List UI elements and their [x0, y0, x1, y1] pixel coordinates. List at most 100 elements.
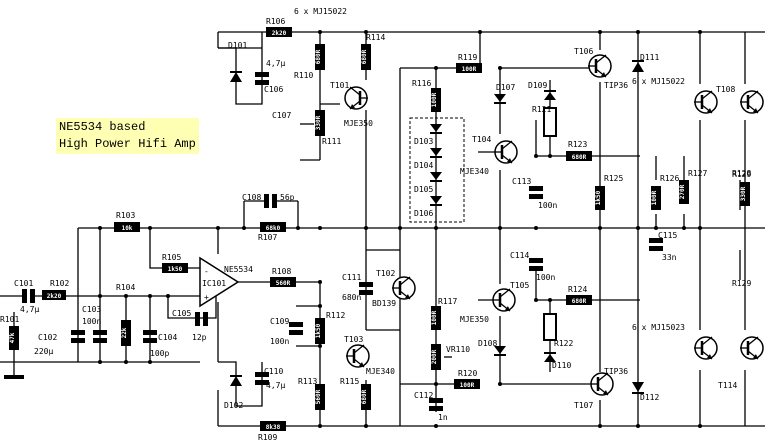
svg-text:T105: T105: [510, 281, 529, 290]
svg-text:330R: 330R: [740, 186, 747, 201]
svg-text:1n: 1n: [438, 413, 448, 422]
svg-text:C114: C114: [510, 251, 529, 260]
svg-text:C110: C110: [264, 367, 283, 376]
svg-text:T103: T103: [344, 335, 363, 344]
diode-d107: D107: [494, 83, 515, 104]
diode-d108: D108: [478, 339, 506, 356]
diode-d110: D110: [544, 352, 571, 370]
capacitor-c104: C104 100p: [143, 330, 177, 358]
resistor-r121: R121: [532, 105, 557, 137]
svg-text:R109: R109: [258, 433, 277, 442]
svg-text:R123: R123: [568, 140, 587, 149]
resistor-r120: 100R R120: [454, 369, 480, 389]
svg-text:T108: T108: [716, 85, 735, 94]
junction-dots: [98, 30, 702, 428]
svg-text:D109: D109: [528, 81, 547, 90]
svg-text:R114: R114: [366, 33, 385, 42]
svg-text:T101: T101: [330, 81, 349, 90]
resistor-r128: 330R R128: [732, 169, 751, 206]
svg-text:D111: D111: [640, 53, 659, 62]
svg-text:C104: C104: [158, 333, 177, 342]
svg-text:MJE340: MJE340: [460, 167, 489, 176]
svg-text:4,7µ: 4,7µ: [266, 59, 285, 68]
svg-text:2k20: 2k20: [47, 293, 62, 300]
svg-text:100R: 100R: [651, 190, 658, 205]
svg-text:C101: C101: [14, 279, 33, 288]
svg-text:MJE350: MJE350: [344, 119, 373, 128]
capacitor-c110: C110 4,7µ: [255, 367, 285, 390]
svg-text:D106: D106: [414, 209, 433, 218]
svg-text:R111: R111: [322, 137, 341, 146]
transistor-t101: T101 MJE350: [330, 81, 373, 128]
svg-text:R119: R119: [458, 53, 477, 62]
resistor-r118: 200R: [431, 344, 441, 370]
resistor-r102: 2k20 R102: [42, 279, 69, 300]
diode-d104: D104: [414, 148, 442, 170]
transistor-t114: T114: [692, 335, 765, 390]
svg-text:C106: C106: [264, 85, 283, 94]
capacitor-c106: C106 4,7µ: [255, 59, 285, 94]
svg-text:680R: 680R: [361, 389, 368, 404]
diode-d111: D111: [632, 53, 659, 72]
svg-text:R104: R104: [116, 283, 135, 292]
capacitor-c113: C113 100n: [512, 177, 557, 210]
svg-text:680R: 680R: [315, 49, 322, 64]
resistor-r109: 8k38 R109: [258, 421, 286, 442]
svg-text:D110: D110: [552, 361, 571, 370]
svg-text:8k38: 8k38: [266, 424, 281, 431]
capacitor-c108: C108 56p: [242, 193, 299, 228]
title-line-1: NE5534 based: [59, 120, 146, 134]
svg-text:C112: C112: [414, 391, 433, 400]
svg-text:47k: 47k: [9, 332, 16, 343]
svg-text:100n: 100n: [82, 317, 101, 326]
op-amp-ic101: - + IC101 NE5534: [199, 256, 253, 308]
svg-text:R116: R116: [412, 79, 431, 88]
resistor-r108: 560R R108: [270, 267, 296, 287]
transistor-t102: T102 BD139: [372, 269, 417, 308]
capacitor-c101: C101 4,7µ: [14, 279, 39, 314]
svg-text:C105: C105: [172, 309, 191, 318]
capacitor-c112: C112 1n: [414, 391, 448, 422]
resistor-r104: 22k R104: [116, 283, 135, 346]
svg-text:R115: R115: [340, 377, 359, 386]
svg-text:C113: C113: [512, 177, 531, 186]
trimmer-vr110: VR110: [444, 345, 470, 358]
svg-text:R107: R107: [258, 233, 277, 242]
part-labels: 6 x MJ15022 6 x MJ15022 6 x MJ15023 R129…: [294, 7, 751, 332]
diode-d109: D109: [528, 81, 556, 100]
diode-d106: D106: [414, 196, 442, 218]
resistor-r126: 100R R126: [651, 174, 679, 210]
svg-text:100n: 100n: [536, 273, 555, 282]
svg-text:TIP36: TIP36: [604, 81, 628, 90]
resistor-r125: 1k50 R125: [595, 174, 623, 210]
svg-text:R102: R102: [50, 279, 69, 288]
svg-text:680R: 680R: [361, 49, 368, 64]
svg-text:22k: 22k: [121, 327, 128, 338]
svg-text:220µ: 220µ: [34, 347, 53, 356]
svg-text:D104: D104: [414, 161, 433, 170]
svg-text:T102: T102: [376, 269, 395, 278]
resistor-r113: 560R R113: [298, 377, 325, 410]
resistor-r114: 680R R114: [361, 33, 385, 70]
svg-text:R129: R129: [732, 279, 751, 288]
svg-text:100R: 100R: [460, 382, 475, 389]
svg-text:D105: D105: [414, 185, 433, 194]
svg-text:+: +: [204, 293, 209, 302]
resistor-r119: 100R R119: [456, 53, 482, 73]
capacitor-c107: C107: [272, 111, 314, 125]
svg-text:100R: 100R: [431, 310, 438, 325]
svg-text:1k50: 1k50: [595, 190, 602, 205]
svg-text:100R: 100R: [462, 66, 477, 73]
svg-text:100p: 100p: [150, 349, 169, 358]
svg-text:4,7µ: 4,7µ: [266, 381, 285, 390]
svg-text:T104: T104: [472, 135, 491, 144]
svg-text:R125: R125: [604, 174, 623, 183]
svg-text:T106: T106: [574, 47, 593, 56]
svg-text:MJE340: MJE340: [366, 367, 395, 376]
svg-text:NE5534: NE5534: [224, 265, 253, 274]
svg-text:MJE350: MJE350: [460, 315, 489, 324]
svg-text:560R: 560R: [276, 280, 291, 287]
svg-text:200R: 200R: [431, 349, 438, 364]
capacitor-c114: C114 100n: [510, 251, 555, 282]
